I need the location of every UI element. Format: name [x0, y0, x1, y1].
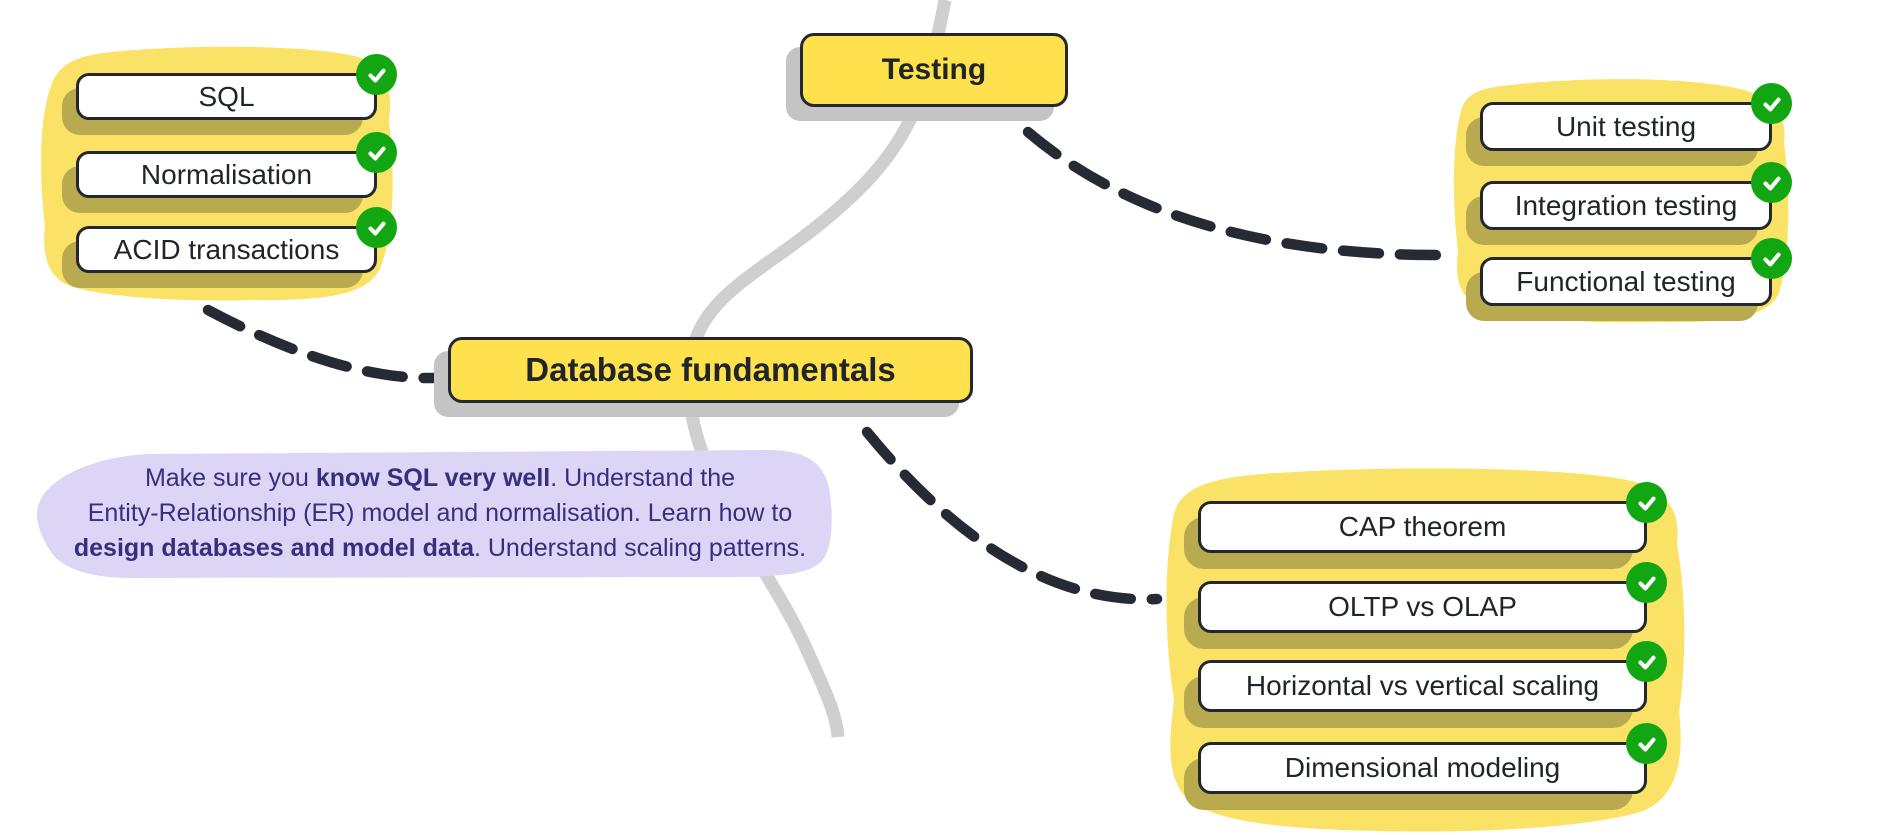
pill-horizontal-vs-vertical-scaling[interactable]: Horizontal vs vertical scaling	[1198, 660, 1647, 712]
completed-check-icon	[1626, 562, 1667, 603]
connector-database-to-scaling-topics	[861, 426, 1163, 605]
completed-check-icon	[1751, 162, 1792, 203]
connector-testing-to-testing-topics	[1022, 126, 1454, 261]
completed-check-icon	[356, 207, 397, 248]
pill-sql[interactable]: SQL	[76, 73, 377, 120]
node-database-fundamentals[interactable]: Database fundamentals	[448, 337, 973, 403]
pill-normalisation[interactable]: Normalisation	[76, 151, 377, 198]
note-line: design databases and model data. Underst…	[73, 534, 807, 562]
completed-check-icon	[1751, 238, 1792, 279]
connector-sql-topics-to-database	[202, 304, 440, 384]
pill-cap-theorem[interactable]: CAP theorem	[1198, 501, 1647, 553]
completed-check-icon	[1626, 723, 1667, 764]
note-line: Entity-Relationship (ER) model and norma…	[87, 499, 793, 527]
pill-unit-testing[interactable]: Unit testing	[1480, 102, 1772, 151]
node-testing[interactable]: Testing	[800, 33, 1068, 107]
pill-oltp-vs-olap[interactable]: OLTP vs OLAP	[1198, 581, 1647, 633]
completed-check-icon	[356, 132, 397, 173]
completed-check-icon	[1626, 641, 1667, 682]
pill-dimensional-modeling[interactable]: Dimensional modeling	[1198, 742, 1647, 794]
pill-functional-testing[interactable]: Functional testing	[1480, 257, 1772, 306]
completed-check-icon	[1751, 83, 1792, 124]
note-bubble	[36, 450, 832, 578]
completed-check-icon	[356, 54, 397, 95]
note-text: Make sure you know SQL very well. Unders…	[45, 461, 835, 566]
completed-check-icon	[1626, 482, 1667, 523]
pill-integration-testing[interactable]: Integration testing	[1480, 181, 1772, 230]
note-line: Make sure you know SQL very well. Unders…	[144, 464, 736, 492]
pill-acid-transactions[interactable]: ACID transactions	[76, 226, 377, 273]
